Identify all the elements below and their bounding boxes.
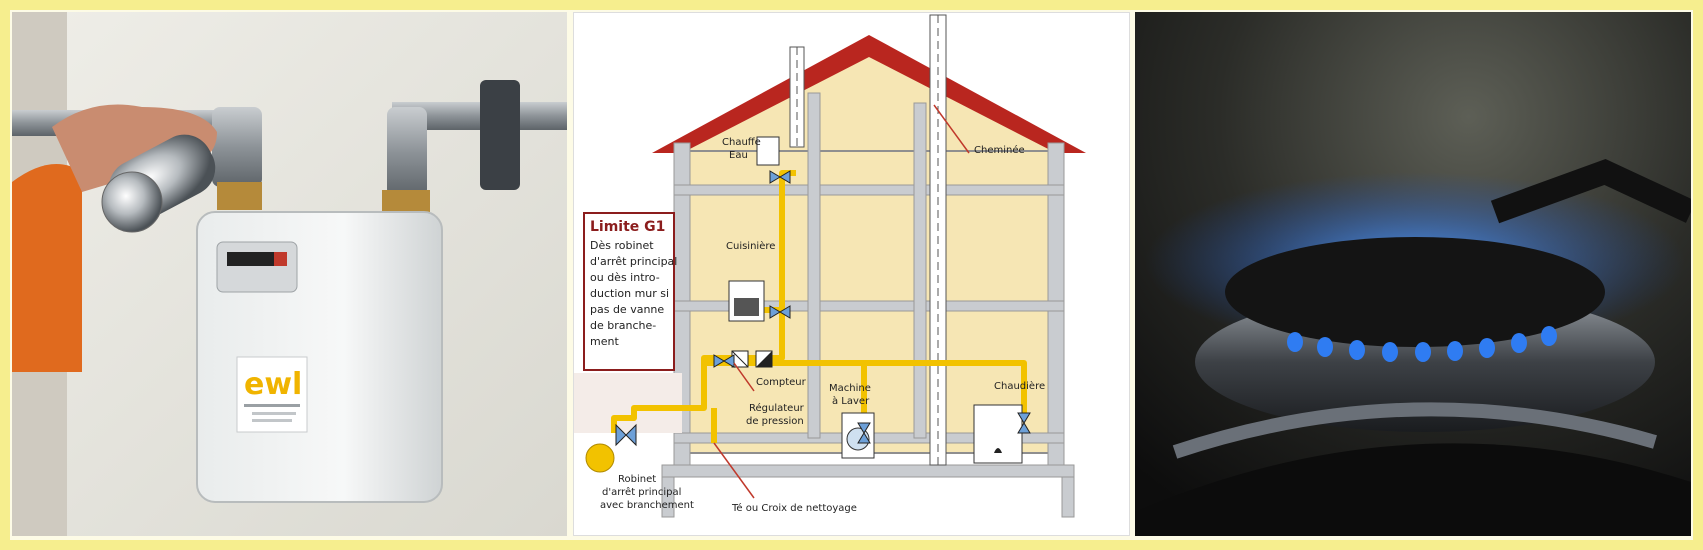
boiler-icon (973, 404, 1023, 464)
label-compteur: Compteur (756, 377, 807, 388)
label-cuisiniere: Cuisinière (726, 240, 775, 252)
limit-line: d'arrêt principal (590, 255, 677, 268)
label-machine: Machine (829, 383, 871, 394)
gas-installation-diagram: Chauffe Eau Cheminée Cuisinière Compteur… (573, 12, 1130, 536)
limit-g1-box: Limite G1 Dès robinet d'arrêt principal … (583, 212, 677, 371)
limit-line: de branche- (590, 319, 656, 332)
label-regulateur: Régulateur (749, 402, 805, 414)
limit-line: ou dès intro- (590, 271, 660, 284)
limit-title: Limite G1 (590, 219, 665, 235)
label-robinet-3: avec branchement (600, 500, 694, 511)
label-chauffe-eau-2: Eau (729, 150, 748, 161)
limit-line: Dès robinet (590, 239, 654, 252)
ewl-logo: ewl (236, 356, 308, 433)
label-robinet-2: d'arrêt principal (602, 486, 681, 498)
label-chauffe-eau: Chauffe (722, 137, 761, 148)
label-machine-2: à Laver (832, 395, 870, 407)
svg-text:ewl: ewl (244, 367, 302, 402)
label-te-croix: Té ou Croix de nettoyage (731, 502, 857, 514)
label-cheminee: Cheminée (974, 144, 1025, 156)
gas-burner-flame-photo (1135, 12, 1691, 536)
gas-meter-photo: ewl (12, 12, 567, 536)
blue-flame-ring (1287, 326, 1557, 362)
label-chaudiere: Chaudière (994, 380, 1045, 392)
limit-line: duction mur si (590, 287, 669, 300)
label-regulateur-2: de pression (746, 416, 804, 427)
house-structure (574, 35, 1086, 518)
limit-line: pas de vanne (590, 303, 664, 316)
valve-icon (615, 170, 1031, 447)
label-robinet: Robinet (618, 474, 656, 485)
gas-supply-tank (585, 443, 615, 473)
chimney (789, 14, 947, 466)
water-heater-icon (756, 136, 780, 166)
limit-line: ment (590, 335, 619, 348)
